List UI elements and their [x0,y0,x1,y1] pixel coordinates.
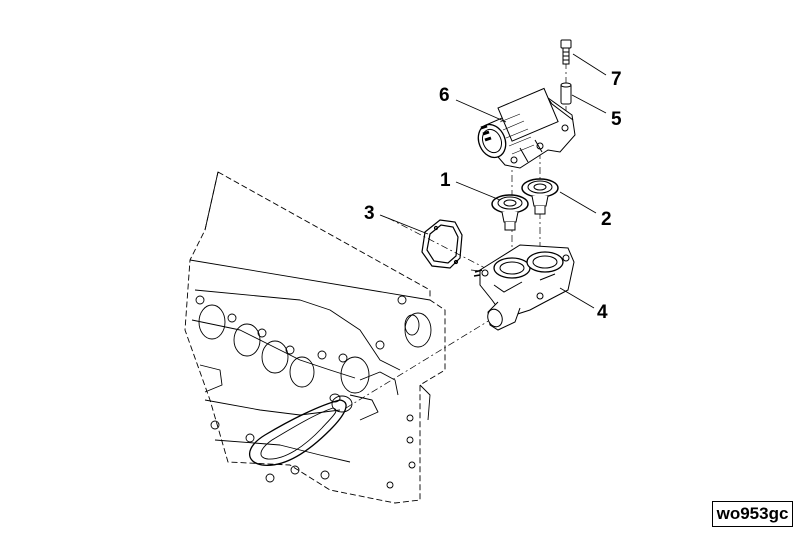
leader-5 [571,94,607,114]
reference-code-label: wo953gc [712,501,793,527]
bolt-part-7 [560,39,572,65]
callout-6: 6 [439,85,450,106]
thermostat-part-1 [491,194,529,231]
sleeve-part-5 [560,82,572,105]
leader-2 [559,191,597,214]
leader-3 [379,214,429,235]
callout-7: 7 [611,69,622,90]
thermostat-cover-part-6 [477,87,576,169]
engine-block [184,171,446,504]
callout-1: 1 [440,170,451,191]
callout-5: 5 [611,109,622,130]
leader-1 [455,181,501,201]
leader-7 [572,53,607,76]
callout-2: 2 [601,209,612,230]
gasket-part-3 [421,219,463,269]
thermostat-part-2 [521,178,559,215]
leader-lines [379,53,607,309]
callout-numbers: 1 2 3 4 5 6 7 [364,69,622,323]
callout-4: 4 [597,302,608,323]
thermostat-housing-part-4 [473,244,575,331]
leader-6 [455,99,507,123]
callout-3: 3 [364,203,375,224]
leader-4 [559,287,595,309]
